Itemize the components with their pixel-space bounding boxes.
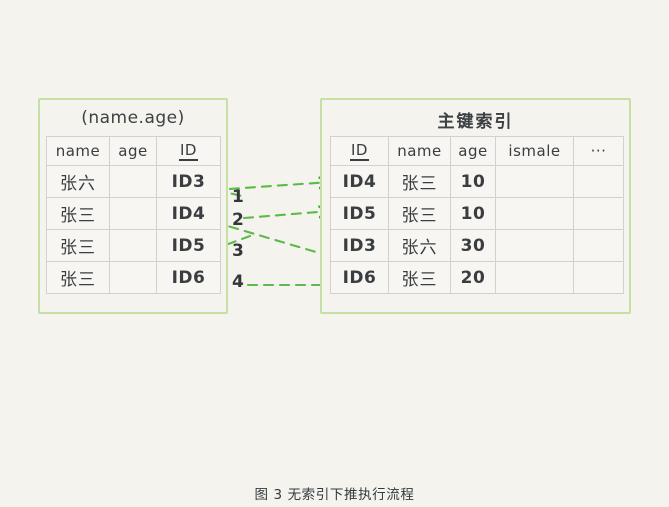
column-header-id: ID: [330, 136, 389, 166]
step-number-4: 4: [232, 272, 244, 292]
cell-more: [573, 229, 624, 262]
cell-age: 10: [450, 165, 496, 198]
cell-id: ID3: [330, 229, 389, 262]
secondary-index-panel: (name.age) name age ID 张六 ID3 张三: [38, 98, 228, 314]
cell-age: [109, 261, 157, 294]
table-row: ID6 张三 20: [330, 261, 624, 294]
table-row: ID5 张三 10: [330, 197, 624, 230]
figure-caption: 图 3 无索引下推执行流程: [254, 487, 415, 503]
cell-name: 张六: [388, 229, 451, 262]
cell-ismale: [495, 165, 574, 198]
cell-age: 20: [450, 261, 496, 294]
primary-key-index-title: 主键索引: [437, 112, 514, 132]
table-header-row: name age ID: [46, 136, 221, 166]
cell-name: 张三: [388, 261, 451, 294]
table-header-row: ID name age ismale ···: [330, 136, 624, 166]
cell-ismale: [495, 261, 574, 294]
column-header-more: ···: [573, 136, 624, 166]
cell-age: [109, 229, 157, 262]
cell-more: [573, 165, 624, 198]
table-row: 张三 ID4: [46, 197, 221, 230]
cell-ismale: [495, 229, 574, 262]
table-row: ID3 张六 30: [330, 229, 624, 262]
step-number-2: 2: [232, 210, 244, 230]
step-number-3: 3: [232, 241, 244, 261]
cell-age: [109, 165, 157, 198]
cell-ismale: [495, 197, 574, 230]
cell-age: 30: [450, 229, 496, 262]
table-row: 张三 ID6: [46, 261, 221, 294]
cell-id: ID3: [156, 165, 221, 198]
cell-id: ID5: [330, 197, 389, 230]
column-header-age: age: [450, 136, 496, 166]
cell-name: 张三: [46, 261, 110, 294]
primary-key-index-table: ID name age ismale ··· ID4 张三 10 ID5 张三 …: [330, 136, 624, 294]
column-header-name: name: [46, 136, 110, 166]
cell-age: 10: [450, 197, 496, 230]
cell-name: 张六: [46, 165, 110, 198]
cell-id: ID6: [330, 261, 389, 294]
secondary-index-table: name age ID 张六 ID3 张三 ID4 张三 ID5: [46, 136, 221, 294]
table-row: 张三 ID5: [46, 229, 221, 262]
table-row: 张六 ID3: [46, 165, 221, 198]
column-header-age: age: [109, 136, 157, 166]
cell-age: [109, 197, 157, 230]
cell-id: ID5: [156, 229, 221, 262]
cell-name: 张三: [46, 197, 110, 230]
step-number-1: 1: [232, 187, 244, 207]
secondary-index-title: (name.age): [81, 108, 185, 128]
cell-more: [573, 197, 624, 230]
cell-id: ID4: [156, 197, 221, 230]
cell-id: ID4: [330, 165, 389, 198]
arrow-step-2: [242, 211, 330, 220]
column-header-ismale: ismale: [495, 136, 574, 166]
cell-name: 张三: [46, 229, 110, 262]
column-header-id: ID: [156, 136, 221, 166]
primary-key-index-panel: 主键索引 ID name age ismale ··· ID4 张三 10: [320, 98, 631, 314]
cell-name: 张三: [388, 165, 451, 198]
cell-more: [573, 261, 624, 294]
table-row: ID4 张三 10: [330, 165, 624, 198]
cell-name: 张三: [388, 197, 451, 230]
cell-id: ID6: [156, 261, 221, 294]
column-header-name: name: [388, 136, 451, 166]
